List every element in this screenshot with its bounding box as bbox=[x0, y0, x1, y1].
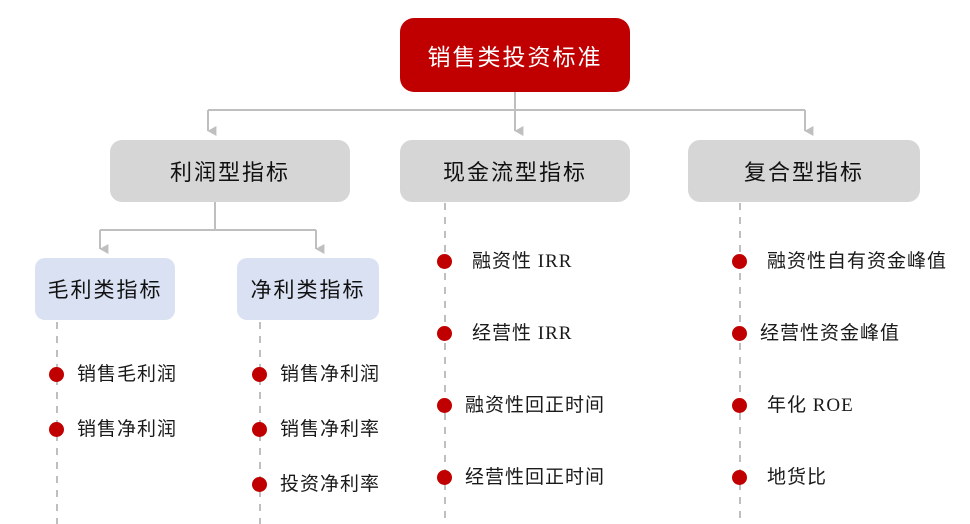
list-item[interactable]: 销售毛利润 bbox=[49, 365, 177, 384]
list-item[interactable]: 投资净利率 bbox=[252, 475, 380, 494]
bullet-icon bbox=[252, 422, 267, 437]
bullet-icon bbox=[49, 422, 64, 437]
list-item[interactable]: 经营性资金峰值 bbox=[732, 324, 900, 343]
list-item[interactable]: 融资性回正时间 bbox=[437, 396, 605, 415]
list-item-label: 地货比 bbox=[767, 467, 828, 488]
bullet-icon bbox=[252, 477, 267, 492]
bullet-icon bbox=[437, 398, 452, 413]
bullet-icon bbox=[732, 254, 747, 269]
root-node-label: 销售类投资标准 bbox=[427, 45, 603, 70]
list-item-label: 融资性回正时间 bbox=[465, 395, 606, 416]
list-item-label: 年化 ROE bbox=[767, 395, 854, 416]
root-node-sales-investment-standard[interactable]: 销售类投资标准 bbox=[400, 18, 630, 92]
node-net-profit-indicators-label: 净利类指标 bbox=[250, 278, 366, 302]
bullet-icon bbox=[732, 326, 747, 341]
node-gross-profit-indicators[interactable]: 毛利类指标 bbox=[35, 258, 175, 320]
node-composite-indicators[interactable]: 复合型指标 bbox=[688, 140, 920, 202]
list-item-label: 销售净利润 bbox=[280, 364, 381, 385]
list-item[interactable]: 销售净利润 bbox=[49, 420, 177, 439]
node-gross-profit-indicators-label: 毛利类指标 bbox=[47, 278, 163, 302]
list-item-label: 投资净利率 bbox=[280, 474, 381, 495]
node-cashflow-indicators[interactable]: 现金流型指标 bbox=[400, 140, 630, 202]
bullet-icon bbox=[252, 367, 267, 382]
bullet-icon bbox=[437, 254, 452, 269]
list-item[interactable]: 融资性 IRR bbox=[437, 252, 572, 271]
bullet-icon bbox=[437, 326, 452, 341]
bullet-icon bbox=[437, 470, 452, 485]
node-profit-indicators[interactable]: 利润型指标 bbox=[110, 140, 350, 202]
node-net-profit-indicators[interactable]: 净利类指标 bbox=[237, 258, 379, 320]
list-item-label: 经营性 IRR bbox=[472, 323, 573, 344]
node-composite-indicators-label: 复合型指标 bbox=[743, 160, 864, 185]
list-item-label: 融资性自有资金峰值 bbox=[767, 251, 948, 272]
bullet-icon bbox=[49, 367, 64, 382]
list-item[interactable]: 经营性 IRR bbox=[437, 324, 572, 343]
bullet-icon bbox=[732, 470, 747, 485]
list-item-label: 经营性资金峰值 bbox=[760, 323, 901, 344]
list-item-label: 销售净利率 bbox=[280, 419, 381, 440]
node-cashflow-indicators-label: 现金流型指标 bbox=[442, 160, 587, 185]
list-item[interactable]: 融资性自有资金峰值 bbox=[732, 252, 947, 271]
list-item[interactable]: 经营性回正时间 bbox=[437, 468, 605, 487]
list-item[interactable]: 地货比 bbox=[732, 468, 827, 487]
node-profit-indicators-label: 利润型指标 bbox=[169, 160, 290, 185]
list-item-label: 销售毛利润 bbox=[77, 364, 178, 385]
list-item-label: 经营性回正时间 bbox=[465, 467, 606, 488]
list-item[interactable]: 销售净利率 bbox=[252, 420, 380, 439]
list-item[interactable]: 销售净利润 bbox=[252, 365, 380, 384]
list-item[interactable]: 年化 ROE bbox=[732, 396, 854, 415]
list-item-label: 融资性 IRR bbox=[472, 251, 573, 272]
list-item-label: 销售净利润 bbox=[77, 419, 178, 440]
bullet-icon bbox=[732, 398, 747, 413]
